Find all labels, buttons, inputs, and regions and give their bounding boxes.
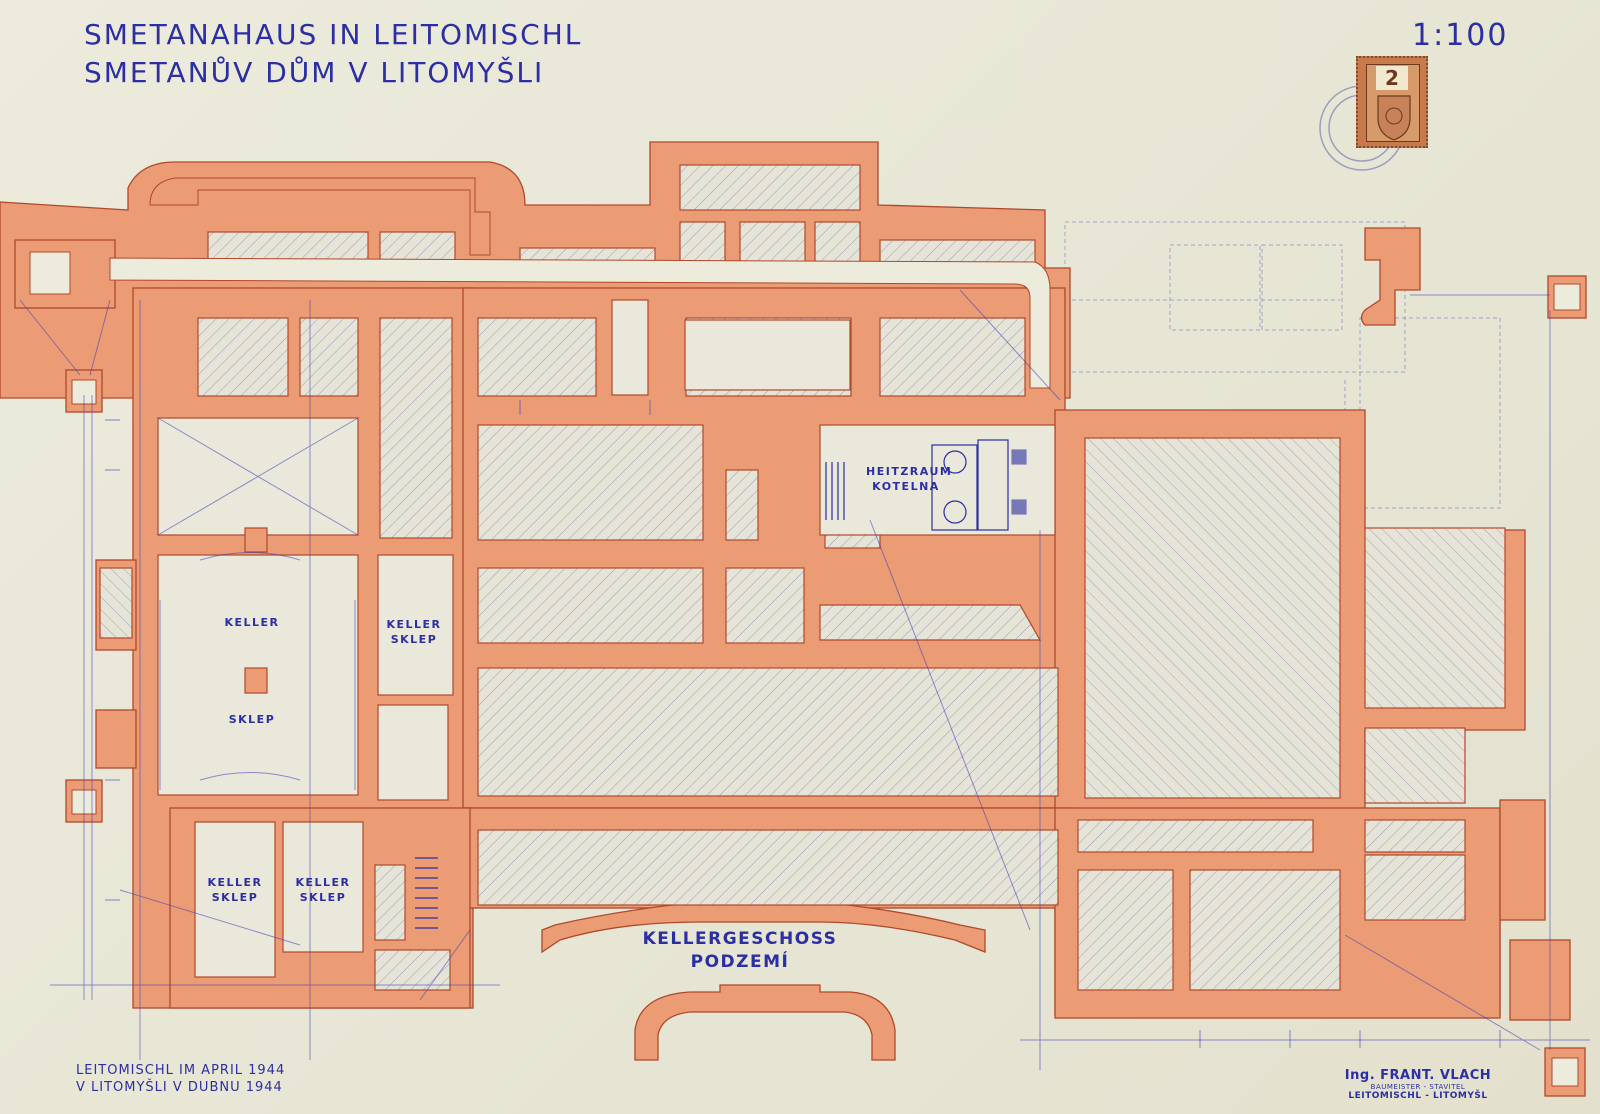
footer-date: LEITOMISCHL IM APRIL 1944 V LITOMYŠLI V …	[76, 1063, 286, 1095]
title-german: SMETANAHAUS IN LEITOMISCHL	[84, 18, 583, 51]
construction-lines	[19, 289, 1590, 1070]
cellar-rooms	[99, 164, 1506, 991]
adjacent-building-outline	[1064, 221, 1501, 520]
floor-level-label: KELLERGESCHOSS PODZEMÍ	[642, 929, 838, 972]
room-label-keller-main: KELLER SKLEP	[224, 616, 280, 726]
revenue-stamp: 2	[1356, 56, 1428, 148]
stamp-value: 2	[1376, 66, 1408, 90]
room-label-keller-lower-left: KELLER SKLEP	[207, 876, 263, 904]
room-label-keller-side: KELLER SKLEP	[386, 618, 442, 646]
dimension-ticks	[105, 400, 1501, 1048]
top-corridor	[29, 177, 1581, 1087]
drawing-scale: 1:100	[1412, 18, 1509, 53]
boiler-equipment	[415, 439, 1027, 929]
stamp-shield-icon	[1377, 95, 1411, 141]
title-czech: SMETANŮV DŮM V LITOMYŠLI	[84, 56, 545, 89]
architect-signature: Ing. FRANT. VLACH BAUMEISTER - STAVITEL …	[1344, 1068, 1492, 1101]
room-label-keller-lower-right: KELLER SKLEP	[295, 876, 351, 904]
room-label-heizraum: HEITZRAUM KOTELNA	[866, 465, 953, 493]
